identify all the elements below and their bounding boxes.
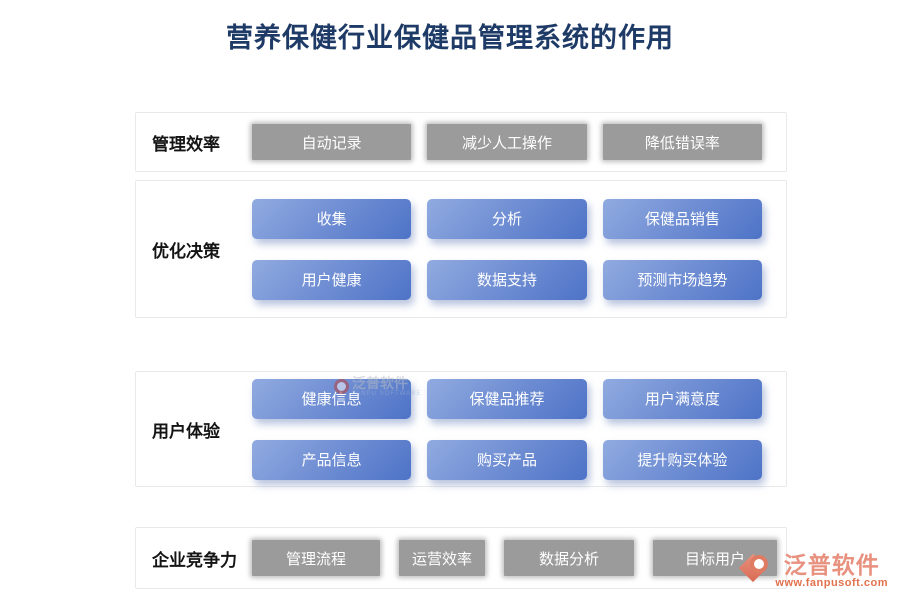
section-label: 优化决策 — [152, 241, 220, 261]
button-area: 健康信息 保健品推荐 用户满意度 产品信息 购买产品 提升购买体验 — [252, 378, 786, 480]
node-auto-record: 自动记录 — [252, 124, 412, 160]
node-user-health: 用户健康 — [252, 259, 412, 300]
section-management-efficiency: 管理效率 自动记录 减少人工操作 降低错误率 — [135, 112, 787, 172]
page-title: 营养保健行业保健品管理系统的作用 — [226, 23, 674, 53]
node-data-analysis: 数据分析 — [504, 540, 634, 576]
node-reduce-manual-ops: 减少人工操作 — [427, 124, 587, 160]
node-management-process: 管理流程 — [252, 540, 380, 576]
button-area: 自动记录 减少人工操作 降低错误率 — [252, 124, 786, 160]
node-data-support: 数据支持 — [427, 259, 587, 300]
section-user-experience: 用户体验 健康信息 保健品推荐 用户满意度 产品信息 购买产品 提升购买体验 — [135, 371, 787, 487]
fanpu-logo-icon — [739, 553, 771, 585]
button-area: 收集 分析 保健品销售 用户健康 数据支持 预测市场趋势 — [252, 198, 786, 300]
section-label: 管理效率 — [152, 134, 220, 154]
node-operational-efficiency: 运营效率 — [399, 540, 485, 576]
button-row: 产品信息 购买产品 提升购买体验 — [252, 439, 762, 480]
node-lower-error-rate: 降低错误率 — [602, 124, 762, 160]
node-supplement-recommendation: 保健品推荐 — [427, 378, 587, 419]
brand-name: 泛普软件 — [783, 552, 880, 578]
node-user-satisfaction: 用户满意度 — [602, 378, 762, 419]
node-health-info: 健康信息 — [252, 378, 412, 419]
logo-ring-shape — [750, 555, 769, 573]
section-label: 企业竞争力 — [152, 550, 237, 570]
node-purchase-product: 购买产品 — [427, 439, 587, 480]
brand-website-link[interactable]: www.fanpusoft.com — [775, 577, 888, 589]
section-optimize-decisions: 优化决策 收集 分析 保健品销售 用户健康 数据支持 预测市场趋势 — [135, 180, 787, 318]
node-supplement-sales: 保健品销售 — [602, 198, 762, 239]
section-enterprise-competitiveness: 企业竞争力 管理流程 运营效率 数据分析 目标用户 — [135, 527, 787, 589]
node-improve-purchase-experience: 提升购买体验 — [602, 439, 762, 480]
button-row: 健康信息 保健品推荐 用户满意度 — [252, 378, 762, 419]
node-analyze: 分析 — [427, 198, 587, 239]
fanpu-logo: 泛普软件 www.fanpusoft.com — [739, 552, 888, 590]
button-area: 管理流程 运营效率 数据分析 目标用户 — [252, 540, 801, 576]
section-label: 用户体验 — [152, 421, 220, 441]
node-forecast-market-trend: 预测市场趋势 — [602, 259, 762, 300]
button-row: 管理流程 运营效率 数据分析 目标用户 — [252, 540, 777, 576]
node-product-info: 产品信息 — [252, 439, 412, 480]
node-collect: 收集 — [252, 198, 412, 239]
button-row: 用户健康 数据支持 预测市场趋势 — [252, 259, 762, 300]
button-row: 收集 分析 保健品销售 — [252, 198, 762, 239]
button-row: 自动记录 减少人工操作 降低错误率 — [252, 124, 762, 160]
